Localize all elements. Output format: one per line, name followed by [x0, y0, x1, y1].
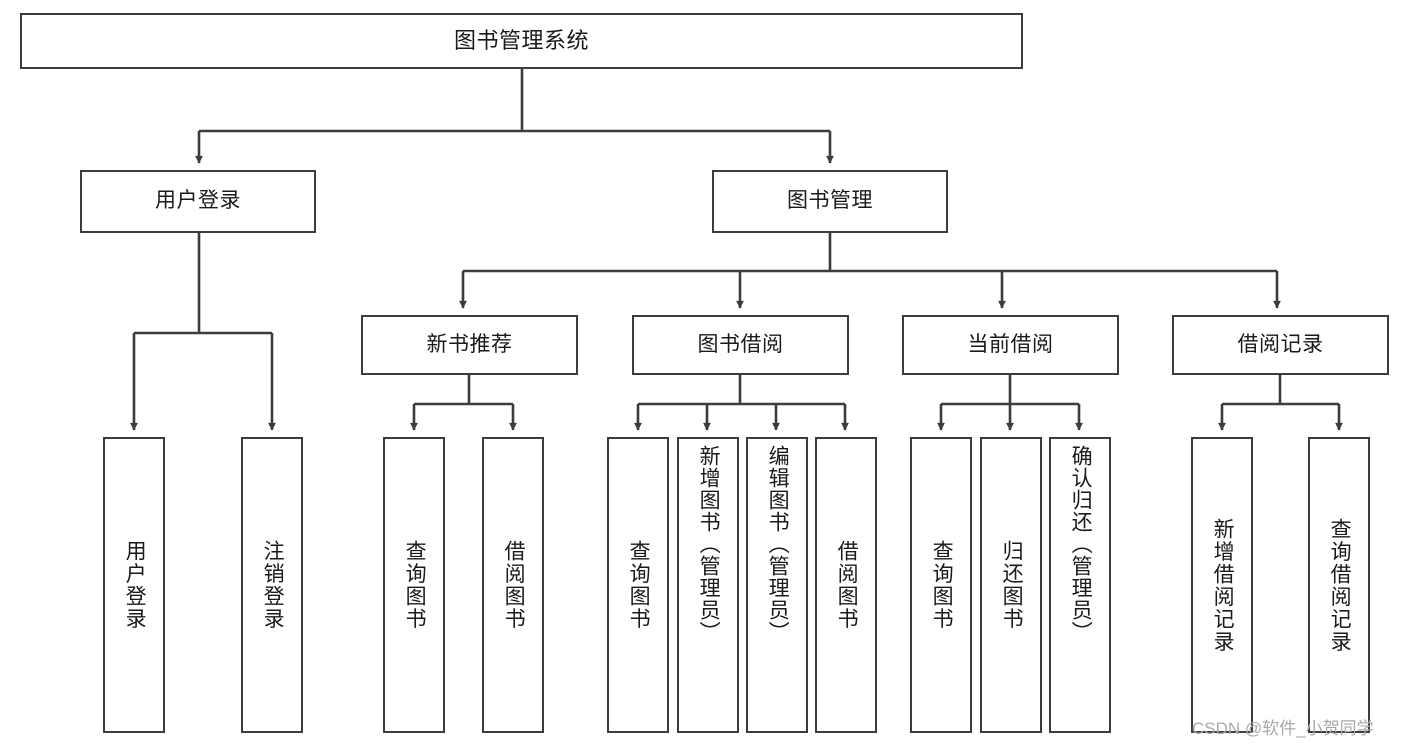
node-label: 查询图书: [403, 540, 427, 630]
node-leaf-query-book-borrow[interactable]: 查询图书: [607, 437, 669, 733]
node-label: 确认归还（管理员）: [1069, 445, 1093, 643]
node-leaf-add-book-admin[interactable]: 新增图书（管理员）: [677, 437, 739, 733]
csdn-watermark: CSDN @软件_小贺同学: [1192, 719, 1374, 738]
node-label: 当前借阅: [967, 332, 1054, 356]
node-leaf-return-book[interactable]: 归还图书: [980, 437, 1042, 733]
node-leaf-confirm-return-admin[interactable]: 确认归还（管理员）: [1049, 437, 1111, 733]
node-label: 新增图书（管理员）: [697, 445, 721, 643]
node-leaf-user-login[interactable]: 用户登录: [103, 437, 165, 733]
node-leaf-query-book-recommend[interactable]: 查询图书: [383, 437, 445, 733]
node-leaf-edit-book-admin[interactable]: 编辑图书（管理员）: [746, 437, 808, 733]
node-leaf-query-book-current[interactable]: 查询图书: [910, 437, 972, 733]
node-borrowing-record[interactable]: 借阅记录: [1172, 315, 1389, 375]
node-label: 新书推荐: [426, 332, 513, 356]
node-label: 图书借阅: [697, 332, 784, 356]
node-user-login[interactable]: 用户登录: [80, 170, 316, 233]
node-current-borrowing[interactable]: 当前借阅: [902, 315, 1119, 375]
node-label: 借阅记录: [1237, 332, 1324, 356]
node-label: 查询图书: [627, 540, 651, 630]
node-label: 注销登录: [261, 540, 285, 630]
node-label: 借阅图书: [835, 540, 859, 630]
node-label: 归还图书: [1000, 540, 1024, 630]
node-label: 图书管理系统: [453, 28, 589, 54]
node-label: 查询图书: [930, 540, 954, 630]
node-label: 用户登录: [155, 189, 241, 213]
node-leaf-add-borrow-record[interactable]: 新增借阅记录: [1191, 437, 1253, 733]
node-new-book-recommendation[interactable]: 新书推荐: [361, 315, 578, 375]
node-root-book-management-system[interactable]: 图书管理系统: [20, 13, 1023, 69]
node-label: 查询借阅记录: [1328, 517, 1352, 653]
node-label: 编辑图书（管理员）: [766, 445, 790, 643]
node-leaf-query-borrow-record[interactable]: 查询借阅记录: [1308, 437, 1370, 733]
node-leaf-borrow-book[interactable]: 借阅图书: [815, 437, 877, 733]
node-label: 图书管理: [787, 189, 873, 213]
node-book-borrowing[interactable]: 图书借阅: [632, 315, 849, 375]
node-leaf-logout[interactable]: 注销登录: [241, 437, 303, 733]
node-label: 新增借阅记录: [1211, 517, 1235, 653]
node-label: 借阅图书: [502, 540, 526, 630]
node-leaf-borrow-book-recommend[interactable]: 借阅图书: [482, 437, 544, 733]
node-book-management[interactable]: 图书管理: [712, 170, 948, 233]
node-label: 用户登录: [123, 540, 147, 630]
